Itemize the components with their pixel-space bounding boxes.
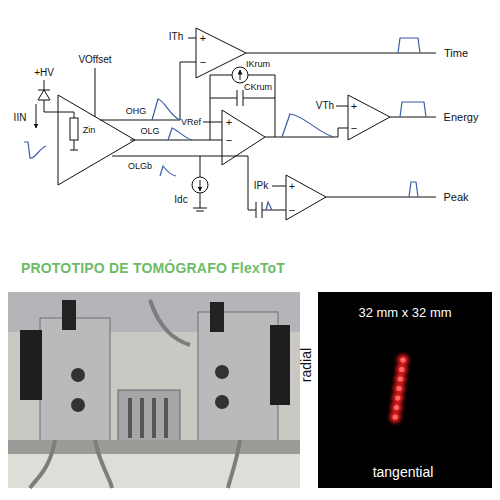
signal-name: VTh <box>316 101 334 111</box>
component-label: Idc <box>174 195 187 205</box>
prototype-photo <box>8 292 300 488</box>
glow-dot <box>396 364 407 375</box>
source-dot <box>399 367 404 372</box>
signal-pulses <box>24 38 426 210</box>
source-dot <box>393 414 398 419</box>
signal-name: VRef <box>181 118 201 127</box>
axis-label: tangential <box>373 465 434 479</box>
signal-name: IPk <box>254 181 268 191</box>
reconstructed-image <box>318 292 492 488</box>
pin-sign: − <box>351 123 357 134</box>
supply-label: +HV <box>34 68 54 78</box>
source-dot <box>394 405 399 410</box>
source-dot <box>398 376 403 381</box>
output-name: Time <box>444 48 468 59</box>
signal-name: VOffset <box>78 55 111 65</box>
component-label: CKrum <box>244 83 272 92</box>
pin-sign: + <box>226 117 232 128</box>
schematic-wires <box>36 28 436 220</box>
axis-label: radial <box>299 348 313 382</box>
glow-dot <box>398 355 409 366</box>
component-label: IKrum <box>246 60 270 69</box>
pin-sign: + <box>351 101 357 112</box>
title: PROTOTIPO DE TOMÓGRAFO FlexToT <box>21 260 285 276</box>
source-dot <box>395 395 400 400</box>
signal-name: OLG <box>140 127 159 136</box>
glow-dot <box>394 383 405 394</box>
image-size: 32 mm x 32 mm <box>358 306 451 319</box>
pin-sign: − <box>226 135 232 146</box>
glow-dot <box>392 393 403 404</box>
signal-name: IIN <box>14 113 27 123</box>
component-label: Zin <box>83 126 96 135</box>
glow-dot <box>395 374 406 385</box>
pin-sign: − <box>289 205 295 216</box>
pin-sign: − <box>200 57 206 68</box>
source-dot <box>400 357 405 362</box>
source-dot <box>397 386 402 391</box>
glow-dot <box>391 402 402 413</box>
output-name: Energy <box>444 112 479 123</box>
glow-dot <box>390 412 401 423</box>
output-name: Peak <box>443 192 468 203</box>
pin-sign: + <box>200 33 206 44</box>
signal-name: OLGb <box>128 162 152 171</box>
signal-name: ITh <box>169 32 183 42</box>
signal-name: OHG <box>126 107 147 116</box>
pin-sign: + <box>289 181 295 192</box>
